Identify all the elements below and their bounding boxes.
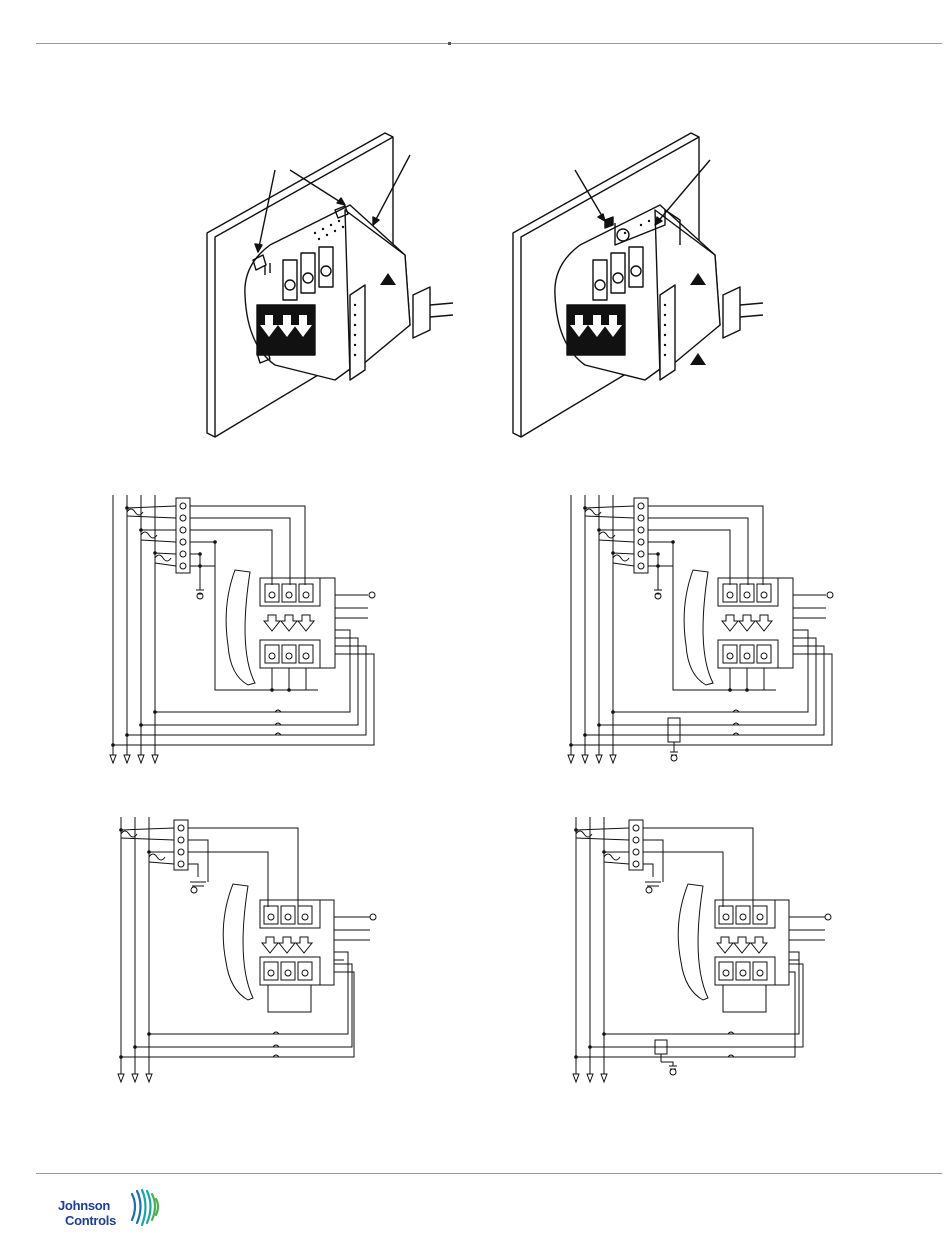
- wiring-diagram-3wire-2ct-pt: [563, 812, 833, 1092]
- johnson-controls-logo: Johnson Controls: [58, 1188, 168, 1238]
- logo-line-1: Johnson: [58, 1198, 116, 1213]
- panel-mount-clamp-figure: [505, 125, 765, 445]
- johnson-controls-swirl-icon: [124, 1188, 164, 1228]
- header-rule: [36, 43, 942, 44]
- wiring-diagram-4wire-3ct-pt: [558, 490, 838, 770]
- wiring-diagram-3wire-2ct: [108, 812, 378, 1092]
- panel-mount-screws-figure: [195, 125, 455, 445]
- logo-line-2: Controls: [58, 1213, 116, 1228]
- logo-wordmark: Johnson Controls: [58, 1198, 116, 1228]
- footer-rule: [36, 1173, 942, 1174]
- header-marker: [448, 42, 451, 45]
- wiring-diagram-4wire-3ct: [100, 490, 380, 770]
